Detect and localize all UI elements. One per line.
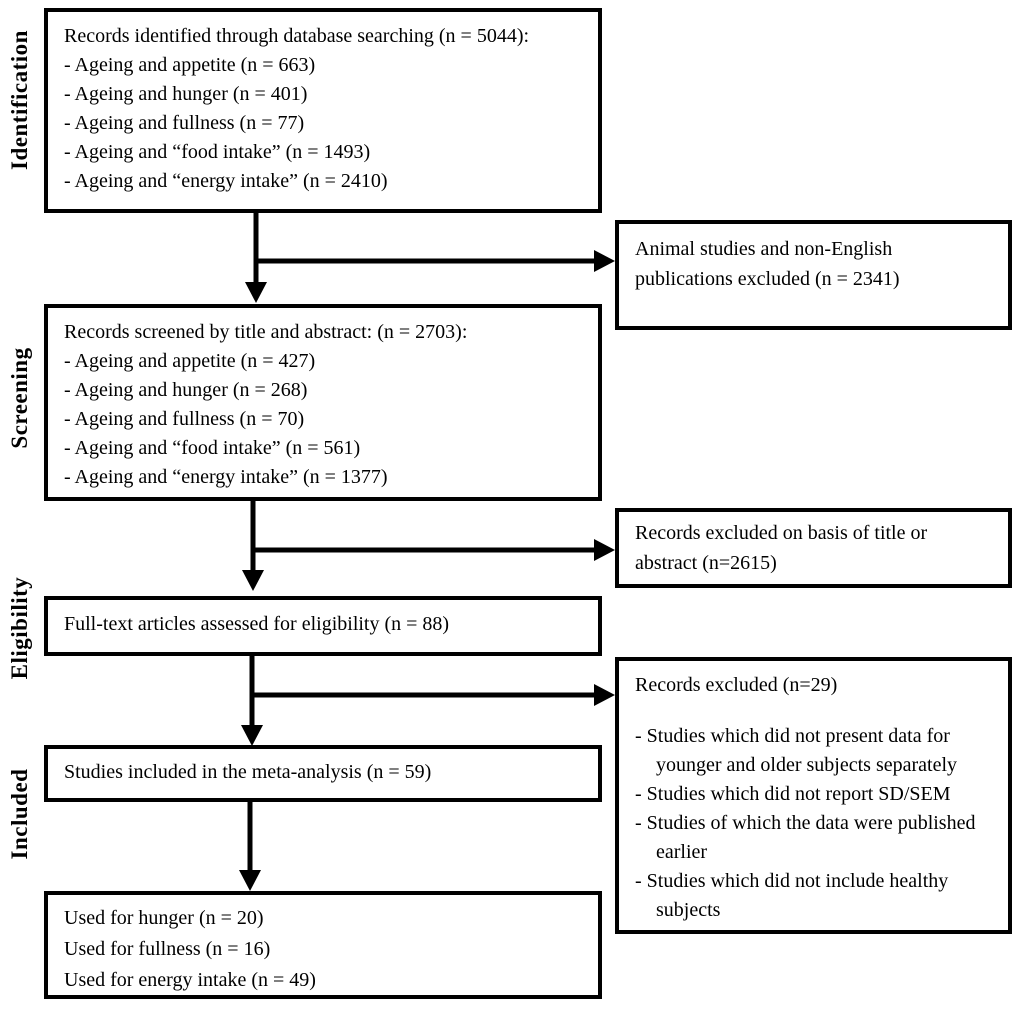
outcome-item: Used for hunger (n = 20) xyxy=(64,907,264,929)
arrow-branch-title-abstract-excluded xyxy=(250,539,615,561)
search-term-item: - Ageing and fullness (n = 70) xyxy=(64,408,305,430)
exclusion-reason-item: - Studies which did not include healthy … xyxy=(635,870,949,921)
box-records-identified: Records identified through database sear… xyxy=(44,8,602,213)
search-term-item: - Ageing and fullness (n = 77) xyxy=(64,112,305,134)
search-term-item: - Ageing and “energy intake” (n = 2410) xyxy=(64,170,388,192)
exclusion-reason-list: - Studies which did not present data for… xyxy=(635,722,1000,925)
outcome-item: Used for fullness (n = 16) xyxy=(64,938,271,960)
arrow-eligibility-to-included xyxy=(241,654,263,746)
box-records-screened: Records screened by title and abstract: … xyxy=(44,304,602,501)
arrow-included-to-outcomes xyxy=(239,800,261,891)
box-fulltext-excluded-title: Records excluded (n=29) xyxy=(635,674,838,696)
arrow-branch-animal-excluded xyxy=(253,250,615,272)
box-fulltext-assessed: Full-text articles assessed for eligibil… xyxy=(44,596,602,656)
outcome-item: Used for energy intake (n = 49) xyxy=(64,969,316,991)
box-used-for-outcomes: Used for hunger (n = 20) Used for fullne… xyxy=(44,891,602,999)
exclusion-reason-item: - Studies which did not present data for… xyxy=(635,725,958,776)
box-fulltext-excluded: Records excluded (n=29) - Studies which … xyxy=(615,657,1012,934)
stage-label-screening: Screening xyxy=(7,347,32,449)
exclusion-reason-item: - Studies of which the data were publish… xyxy=(635,812,976,863)
box-animal-excluded-text: Animal studies and non-English publicati… xyxy=(635,238,900,290)
arrow-branch-fulltext-excluded xyxy=(249,684,615,706)
search-term-item: - Ageing and appetite (n = 427) xyxy=(64,350,316,372)
search-term-item: - Ageing and “food intake” (n = 561) xyxy=(64,437,361,459)
box-records-screened-title: Records screened by title and abstract: … xyxy=(64,321,468,343)
box-fulltext-assessed-title: Full-text articles assessed for eligibil… xyxy=(64,613,450,635)
stage-label-identification: Identification xyxy=(7,30,32,170)
box-title-abstract-excluded-text: Records excluded on basis of title or ab… xyxy=(635,522,928,574)
stage-label-eligibility: Eligibility xyxy=(7,576,32,680)
box-included-meta-analysis-title: Studies included in the meta-analysis (n… xyxy=(64,761,432,783)
arrow-screening-to-eligibility xyxy=(242,498,264,591)
stage-label-included: Included xyxy=(7,768,32,860)
arrow-identification-to-screening xyxy=(245,210,267,303)
search-term-item: - Ageing and appetite (n = 663) xyxy=(64,54,316,76)
search-term-item: - Ageing and hunger (n = 401) xyxy=(64,83,308,105)
box-records-identified-title: Records identified through database sear… xyxy=(64,25,530,47)
search-term-item: - Ageing and “food intake” (n = 1493) xyxy=(64,141,371,163)
box-title-abstract-excluded: Records excluded on basis of title or ab… xyxy=(615,508,1012,588)
search-term-item: - Ageing and hunger (n = 268) xyxy=(64,379,308,401)
box-animal-excluded: Animal studies and non-English publicati… xyxy=(615,220,1012,330)
exclusion-reason-item: - Studies which did not report SD/SEM xyxy=(635,783,951,805)
search-term-item: - Ageing and “energy intake” (n = 1377) xyxy=(64,466,388,488)
box-included-meta-analysis: Studies included in the meta-analysis (n… xyxy=(44,745,602,802)
